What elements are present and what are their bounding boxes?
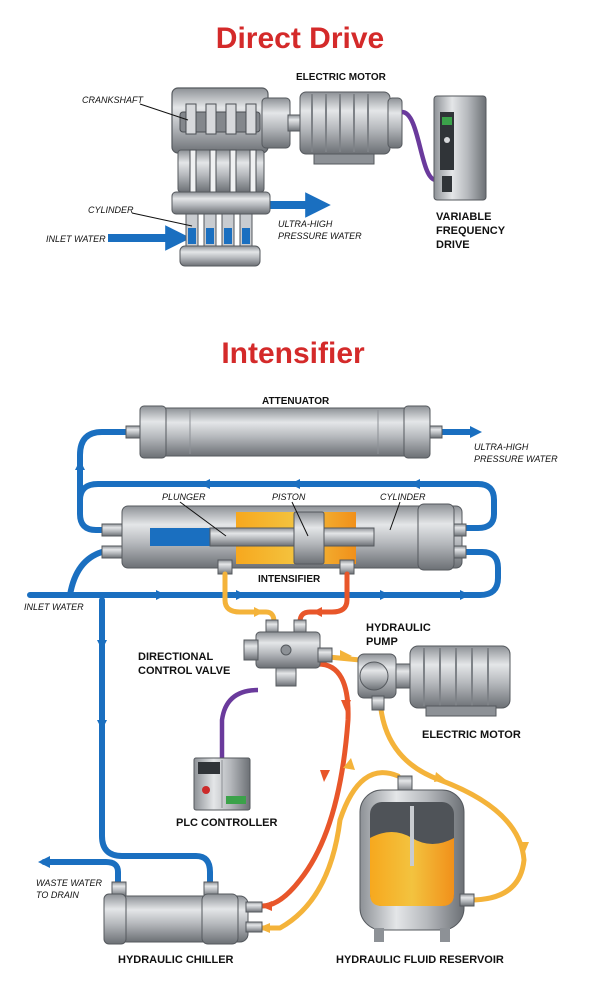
dd-label-crankshaft: CRANKSHAFT [82,95,145,105]
dd-label-vfd-line1: VARIABLE [436,211,491,223]
attenuator [125,405,443,459]
leader-plunger [179,501,227,537]
int-electric-motor [409,645,511,717]
chiller-water-feed [99,597,213,887]
hydraulic-fluid-reservoir [359,775,475,942]
label-intensifier: INTENSIFIER [258,574,321,585]
plc-cable [219,687,259,762]
label-dcv-line2: CONTROL VALVE [138,665,230,677]
label-int-electric-motor: ELECTRIC MOTOR [422,729,521,741]
intensifier-section: Intensifier [24,337,558,966]
dd-label-electric-motor: ELECTRIC MOTOR [296,72,387,83]
label-hydraulic-pump-line1: HYDRAULIC [366,622,431,634]
hydraulic-supply-lines [222,571,527,931]
label-inlet-water: INLET WATER [24,602,84,612]
leader-piston [291,501,309,537]
label-hydraulic-fluid-reservoir: HYDRAULIC FLUID RESERVOIR [336,954,504,966]
dd-label-uhp-line1: ULTRA-HIGH [278,219,333,229]
label-uhp-line1: ULTRA-HIGH [474,442,529,452]
plc-controller [193,757,251,811]
attenuator-feed [77,429,133,503]
label-piston: PISTON [272,492,306,502]
crankshaft-housing [171,87,291,154]
label-dcv-line1: DIRECTIONAL [138,651,213,663]
label-uhp-line2: PRESSURE WATER [474,454,558,464]
plunger [209,527,301,547]
label-waste-line1: WASTE WATER [36,878,103,888]
piston [293,511,325,565]
dd-label-vfd-line2: FREQUENCY [436,225,506,237]
dd-leader-cylinder [131,212,193,227]
connecting-rods [177,149,265,193]
direct-drive-title: Direct Drive [216,22,384,55]
label-hydraulic-pump-line2: PUMP [366,636,398,648]
leader-cylinder [389,501,401,531]
waste-water-line [41,859,121,887]
label-plunger: PLUNGER [162,492,206,502]
intensifier-title: Intensifier [221,337,365,370]
variable-frequency-drive [433,95,487,201]
dd-leader-crankshaft [139,103,189,121]
water-lines [27,429,501,887]
dd-label-uhp-line2: PRESSURE WATER [278,231,362,241]
dd-electric-motor [299,91,403,165]
water-flow-arrows [38,426,482,868]
dd-label-vfd-line3: DRIVE [436,239,470,251]
inlet-water-main [27,549,501,598]
uhp-loop-top [77,481,497,533]
label-attenuator: ATTENUATOR [262,396,330,407]
directional-control-valve [243,619,333,687]
label-hydraulic-chiller: HYDRAULIC CHILLER [118,954,234,966]
dd-cylinder-head [171,191,271,267]
hydraulic-chiller [103,881,263,945]
dd-label-cylinder: CYLINDER [88,205,134,215]
dd-vfd-cable [401,109,437,183]
hydraulic-return-lines [259,571,351,909]
intensifier-body [101,503,467,575]
hydraulic-flow-arrows [254,607,529,933]
label-plc-controller: PLC CONTROLLER [176,817,277,829]
label-cylinder: CYLINDER [380,492,426,502]
dd-label-inlet-water: INLET WATER [46,234,106,244]
label-waste-line2: TO DRAIN [36,890,79,900]
hydraulic-pump [357,653,413,711]
direct-drive-section: Direct Drive [46,22,506,267]
